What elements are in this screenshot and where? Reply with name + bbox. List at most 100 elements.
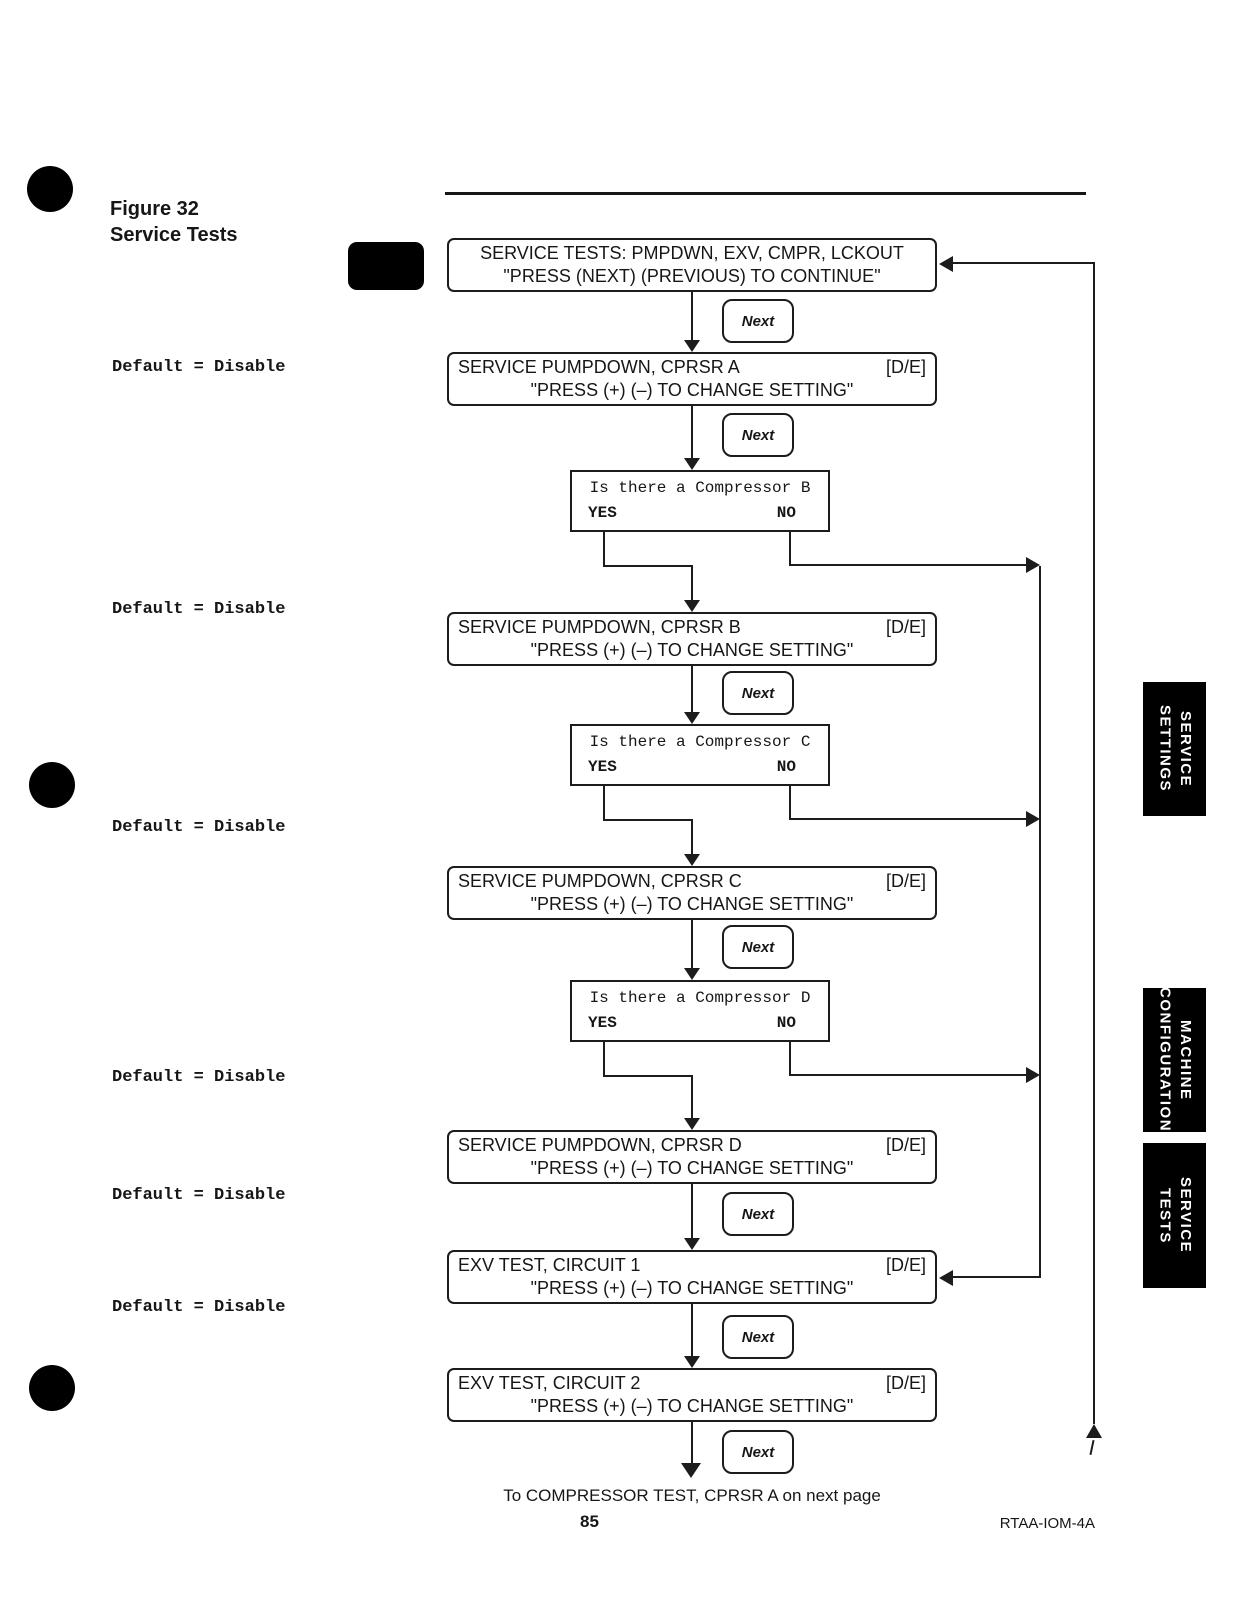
flow-box-pumpdown-d: SERVICE PUMPDOWN, CPRSR D [D/E] "PRESS (+… [447,1130,937,1184]
binder-hole [27,166,73,212]
arrowhead-down [684,458,700,470]
flow-box-pumpdown-c: SERVICE PUMPDOWN, CPRSR C [D/E] "PRESS (+… [447,866,937,920]
branch-yes-line [603,1042,605,1077]
arrowhead-down [684,854,700,866]
branch-yes-line [603,819,693,821]
arrowhead-down [684,1238,700,1250]
next-button: Next [722,413,794,457]
branch-no-line [789,818,1026,820]
next-button: Next [722,671,794,715]
black-display-block [348,242,424,290]
connector-line [691,666,693,712]
page-number: 85 [580,1512,599,1531]
flow-box-line1: SERVICE PUMPDOWN, CPRSR A [458,356,740,377]
top-rule [445,192,1086,195]
branch-yes-line [603,786,605,821]
default-value-label: Default = Disable [112,358,286,377]
de-tag: [D/E] [885,356,926,377]
branch-yes-line [603,1075,693,1077]
flow-box-pumpdown-a: SERVICE PUMPDOWN, CPRSR A [D/E] "PRESS (+… [447,352,937,406]
next-button: Next [722,925,794,969]
arrowhead-down [684,1356,700,1368]
yes-label: YES [588,504,617,522]
arrowhead-down [684,712,700,724]
next-button: Next [722,299,794,343]
de-tag: [D/E] [885,1134,926,1155]
default-value-label: Default = Disable [112,1298,286,1317]
connector-line [691,920,693,968]
de-tag: [D/E] [885,1254,926,1275]
yes-label: YES [588,758,617,776]
figure-title: Service Tests [110,224,238,246]
feedback-line [953,262,1095,264]
figure-label: Figure 32 [110,198,199,220]
decision-question: Is there a Compressor D [589,989,811,1007]
connector-line [691,1076,693,1118]
decision-question: Is there a Compressor C [589,733,811,751]
flow-box-line1: SERVICE PUMPDOWN, CPRSR B [458,616,741,637]
arrowhead-down [684,968,700,980]
no-label: NO [776,758,796,776]
connector-line [691,406,693,458]
arrowhead-right [1026,811,1040,827]
branch-yes-line [603,532,605,567]
de-tag: [D/E] [885,616,926,637]
feedback-line [1093,262,1095,1424]
branch-no-line [789,564,1026,566]
flow-box-line1: SERVICE PUMPDOWN, CPRSR D [458,1134,742,1155]
default-value-label: Default = Disable [112,600,286,619]
arrowhead-down [684,340,700,352]
flow-box-line2: "PRESS (NEXT) (PREVIOUS) TO CONTINUE" [503,265,881,286]
de-tag: [D/E] [885,870,926,891]
flow-box-pumpdown-b: SERVICE PUMPDOWN, CPRSR B[D/E] "PRESS (+… [447,612,937,666]
collector-line [1039,566,1041,1278]
no-label: NO [776,504,796,522]
next-button: Next [722,1315,794,1359]
connector-line [691,820,693,854]
continuation-note: To COMPRESSOR TEST, CPRSR A on next page [503,1486,881,1505]
default-value-label: Default = Disable [112,1068,286,1087]
flow-box-line1: EXV TEST, CIRCUIT 1 [458,1254,641,1275]
de-tag: [D/E] [885,1372,926,1393]
arrowhead-up [1086,1424,1102,1438]
flow-box-line2: "PRESS (+) (–) TO CHANGE SETTING" [530,893,854,914]
flow-box-service-tests: SERVICE TESTS: PMPDWN, EXV, CMPR, LCKOUT… [447,238,937,292]
no-label: NO [776,1014,796,1032]
flow-box-line2: "PRESS (+) (–) TO CHANGE SETTING" [530,379,854,400]
flow-box-line2: "PRESS (+) (–) TO CHANGE SETTING" [530,1395,854,1416]
flow-box-exv-test-2: EXV TEST, CIRCUIT 2 [D/E] "PRESS (+) (–) … [447,1368,937,1422]
feedback-line [1089,1439,1095,1456]
arrowhead-left [939,256,953,272]
flow-box-line1: EXV TEST, CIRCUIT 2 [458,1372,641,1393]
arrowhead-down [684,1118,700,1130]
branch-no-line [789,786,791,820]
flow-box-exv-test-1: EXV TEST, CIRCUIT 1[D/E] "PRESS (+) (–) … [447,1250,937,1304]
next-button: Next [722,1192,794,1236]
branch-no-line [789,1074,1026,1076]
default-value-label: Default = Disable [112,818,286,837]
decision-box-compressor-c: Is there a Compressor C YES NO [570,724,830,786]
binder-hole [29,1365,75,1411]
flow-box-line1: SERVICE TESTS: PMPDWN, EXV, CMPR, LCKOUT [480,242,904,263]
connector-line [691,566,693,600]
flow-box-line2: "PRESS (+) (–) TO CHANGE SETTING" [530,1157,854,1178]
binder-hole [29,762,75,808]
connector-line [691,1184,693,1238]
branch-no-line [789,1042,791,1076]
default-value-label: Default = Disable [112,1186,286,1205]
arrowhead-right [1026,1067,1040,1083]
branch-no-line [789,532,791,566]
flow-box-line1: SERVICE PUMPDOWN, CPRSR C [458,870,742,891]
connector-line [691,1304,693,1356]
collector-line [953,1276,1041,1278]
arrowhead-down [681,1463,701,1478]
